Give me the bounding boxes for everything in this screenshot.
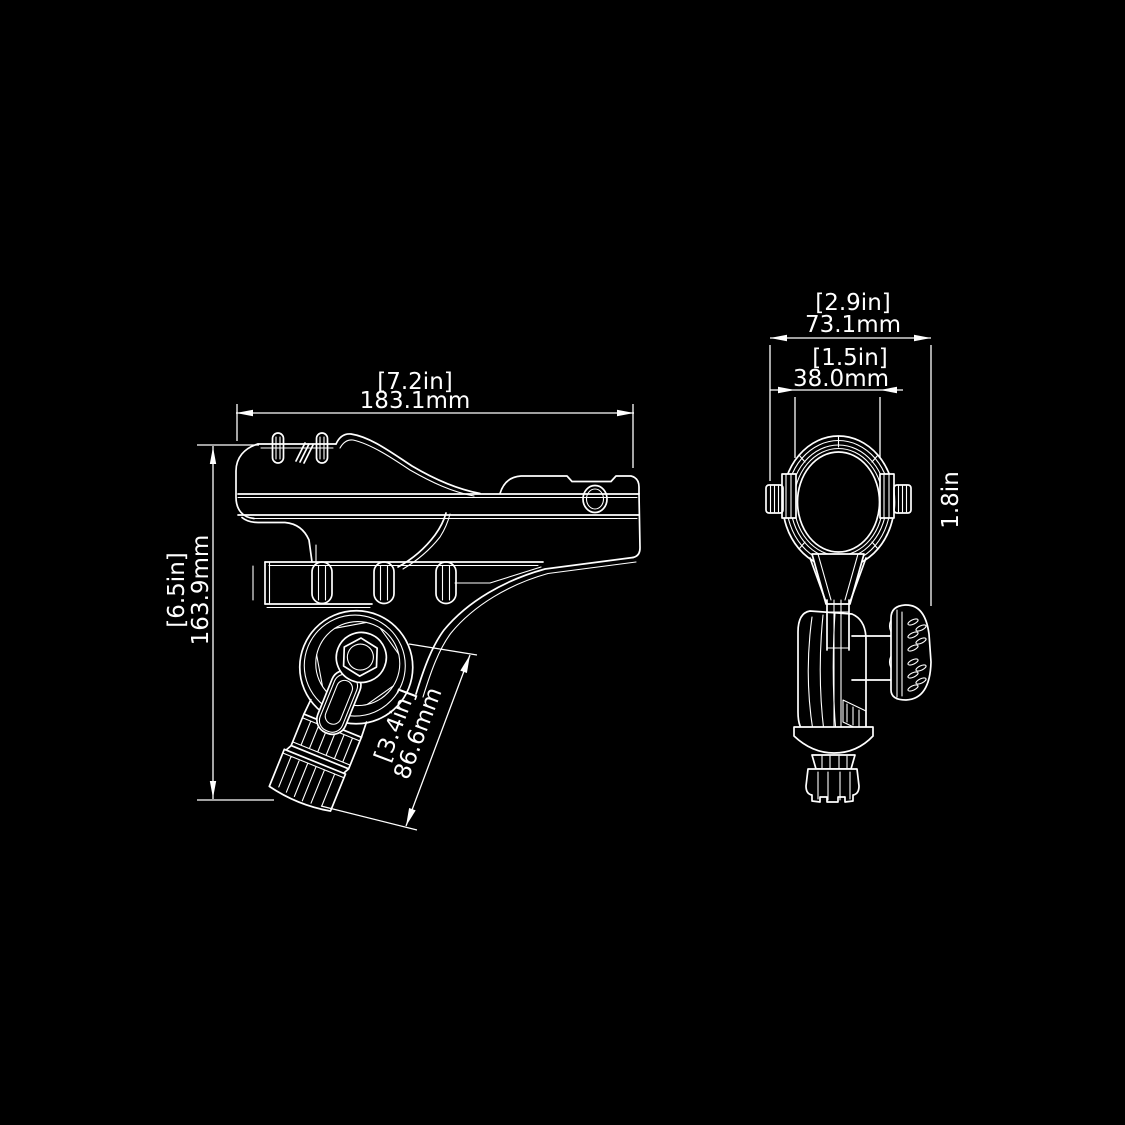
front-width-mm-label: 73.1mm <box>805 312 901 338</box>
top-ribs <box>271 432 329 464</box>
side-height-mm-label: 163.9mm <box>188 535 214 646</box>
dimension-lines <box>212 337 931 827</box>
tube-depth-inches-label: 1.8in <box>938 471 964 529</box>
front-width-inches-label: [2.9in] <box>815 290 891 316</box>
mount-body <box>793 599 874 754</box>
knob-knurling <box>907 618 927 692</box>
tightening-knob <box>888 604 932 701</box>
side-view-body <box>235 432 641 698</box>
tube-inner-width-mm-label: 38.0mm <box>793 366 889 392</box>
right-clamp-screw <box>879 473 912 519</box>
dimension-arrows <box>209 334 931 826</box>
brand-logo-mark <box>295 442 314 464</box>
base-collar <box>811 754 856 770</box>
side-width-mm-label: 183.1mm <box>360 388 471 414</box>
ring-strut <box>809 553 867 605</box>
rod-tube-ring <box>781 435 896 569</box>
side-view-pivot-head <box>268 609 414 812</box>
bracket-ribs <box>311 561 457 605</box>
tube-inner-width-inches-label: [1.5in] <box>812 345 888 371</box>
side-width-inches-label: [7.2in] <box>377 369 453 395</box>
mounting-hole <box>582 484 608 514</box>
hex-bolt <box>335 631 388 684</box>
extension-lines <box>197 345 932 831</box>
side-view <box>235 432 641 812</box>
side-height-inches-label: [6.5in] <box>164 552 190 628</box>
dimension-annotations: [7.2in] 183.1mm [6.5in] 163.9mm [3.4in] … <box>164 290 964 831</box>
star-post <box>805 768 860 803</box>
knurled-post <box>268 748 347 812</box>
front-view <box>765 435 932 803</box>
left-clamp-screw <box>765 473 797 519</box>
